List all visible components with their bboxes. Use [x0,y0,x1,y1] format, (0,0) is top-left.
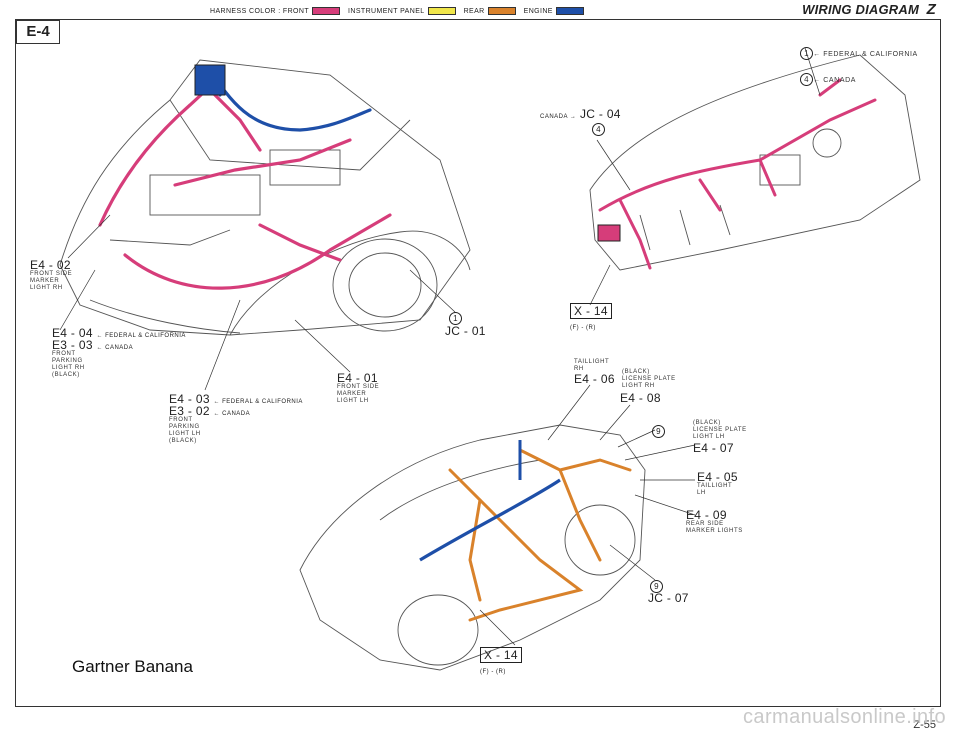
connector-code: E4 - 03 [169,392,210,406]
connector-code: E4 - 08 [620,391,661,405]
circle-number: 4 [592,123,605,136]
connector-e4-07: E4 - 07 [693,441,734,455]
connector-code: E3 - 02 [169,404,210,418]
leader-lines [59,47,821,646]
front-car-body [59,59,471,336]
dashboard-outline [589,54,921,271]
connector-desc: FRONT PARKING LIGHT LH (BLACK) [169,417,201,444]
connector-e4-08: E4 - 08 [620,391,661,405]
connector-code: JC - 07 [648,591,689,605]
legend-swatch [555,7,584,15]
connector-e4-07-number: 9 [652,423,665,438]
circle-number: 9 [650,580,663,593]
connector-code: E4 - 07 [693,441,734,455]
connector-jc-07-number: 9 [650,578,663,593]
fuse-block [194,64,226,96]
note-text: ← FEDERAL & CALIFORNIA [813,51,918,58]
page-number: Z-55 [913,719,936,731]
legend-item-engine: ENGINE [524,7,584,15]
circle-number: 4 [800,73,814,86]
legend-prefix: HARNESS COLOR : FRONT [210,7,310,15]
connector-code: E4 - 02 [30,258,71,272]
connector-desc: FRONT SIDE MARKER LIGHT LH [337,384,380,404]
connector-note: CANADA → [540,114,577,120]
circle-number: 1 [449,312,462,325]
legend-label: ENGINE [523,7,553,15]
connector-e4-09: E4 - 09 [686,508,727,522]
connector-sub: (F) - (R) [480,669,506,675]
harness-color-legend: HARNESS COLOR : FRONT INSTRUMENT PANEL R… [210,4,592,18]
connector-e4-02: E4 - 02 [30,258,71,272]
connector-jc-01: JC - 01 [445,324,486,338]
connector-e4-03: E4 - 03 ← FEDERAL & CALIFORNIA [169,392,303,406]
connector-x-14-bottom: X - 14 (F) - (R) [480,647,522,676]
title-text: WIRING DIAGRAM [802,2,919,17]
connector-x-14-top: X - 14 (F) - (R) [570,303,612,332]
front-harness-pink [98,80,392,290]
rear-harness-blue [419,478,561,562]
legend-label: REAR [463,7,485,15]
connector-e4-06: E4 - 06 [574,372,615,386]
connector-e4-01: E4 - 01 [337,371,378,385]
connector-jc-01-number: 1 [449,310,462,325]
legend-swatch [427,7,456,15]
connector-code: E4 - 06 [574,372,615,386]
connector-desc: (BLACK) LICENSE PLATE LIGHT RH [622,369,676,389]
connector-desc: (BLACK) LICENSE PLATE LIGHT LH [693,420,747,440]
variant-note: 1← FEDERAL & CALIFORNIA 4← CANADA [795,35,918,87]
connector-code: E4 - 09 [686,508,727,522]
connector-jc-07: JC - 07 [648,591,689,605]
connector-desc: TAILLIGHT LH [697,483,733,496]
connector-note: ← FEDERAL & CALIFORNIA [96,333,186,339]
note-text: ← CANADA [813,77,857,84]
connector-jc-04-number: 4 [592,121,605,136]
connector-desc: TAILLIGHT RH [574,359,610,372]
connector-code: JC - 04 [579,107,621,121]
caption: Gartner Banana [72,657,193,676]
legend-item-instrument-panel: INSTRUMENT PANEL [348,7,456,15]
connector-desc: FRONT PARKING LIGHT RH (BLACK) [52,351,85,378]
connector-sub: (F) - (R) [570,325,596,331]
connector-desc: FRONT SIDE MARKER LIGHT RH [30,271,73,291]
connector-jc-04: CANADA → JC - 04 [540,107,621,121]
connector-e3-02: E3 - 02 ← CANADA [169,404,250,418]
connector-e4-05: E4 - 05 [697,470,738,484]
page-title: WIRING DIAGRAM Z [802,1,936,18]
legend-swatch [487,7,516,15]
legend-label: INSTRUMENT PANEL [348,7,425,15]
connector-code: X - 14 [480,647,522,663]
connector-note: ← FEDERAL & CALIFORNIA [213,399,303,405]
connector-note: ← CANADA [213,411,251,417]
circle-number: 9 [652,425,665,438]
connector-note: ← CANADA [96,345,134,351]
rear-harness-orange [448,448,632,622]
circle-number: 1 [800,47,814,60]
connector-code: E4 - 04 [52,326,93,340]
connector-code: X - 14 [570,303,612,319]
junction-box [597,224,621,242]
connector-desc: REAR SIDE MARKER LIGHTS [686,521,743,534]
title-letter: Z [926,1,936,18]
connector-code: JC - 01 [445,324,486,338]
legend-item-rear: REAR [464,7,516,15]
connector-code: E4 - 05 [697,470,738,484]
section-badge: E-4 [16,20,60,44]
instrument-harness [598,78,877,270]
diagram-frame [15,19,941,707]
connector-code: E4 - 01 [337,371,378,385]
connector-e4-04: E4 - 04 ← FEDERAL & CALIFORNIA [52,326,186,340]
legend-swatch-front [312,7,341,15]
watermark: carmanualsonline.info [743,706,946,728]
connector-e3-03: E3 - 03 ← CANADA [52,338,133,352]
connector-code: E3 - 03 [52,338,93,352]
